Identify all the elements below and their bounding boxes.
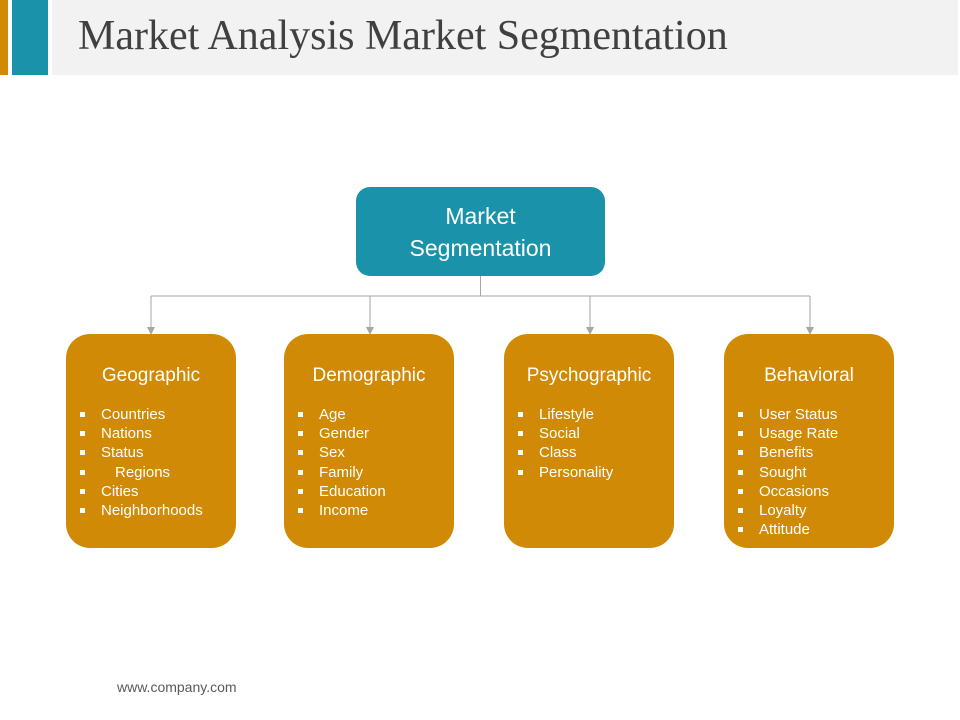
- list-item: Family: [298, 463, 386, 482]
- footer-url: www.company.com: [117, 679, 237, 695]
- square-bullet-icon: [80, 469, 85, 475]
- list-item: Status: [80, 443, 203, 462]
- list-item: Class: [518, 443, 613, 462]
- square-bullet-icon: [298, 431, 303, 437]
- square-bullet-icon: [518, 450, 523, 456]
- list-item: Benefits: [738, 443, 838, 462]
- square-bullet-icon: [738, 431, 743, 437]
- list-item: Countries: [80, 405, 203, 424]
- square-bullet-icon: [298, 508, 303, 514]
- list-item: Occasions: [738, 482, 838, 501]
- accent-bar-orange: [0, 0, 8, 75]
- square-bullet-icon: [80, 450, 85, 456]
- square-bullet-icon: [518, 431, 523, 437]
- segment-title: Behavioral: [764, 365, 854, 386]
- list-item: Regions: [80, 463, 203, 482]
- list-item: Personality: [518, 463, 613, 482]
- list-item: Nations: [80, 424, 203, 443]
- square-bullet-icon: [518, 469, 523, 475]
- square-bullet-icon: [80, 412, 85, 417]
- square-bullet-icon: [518, 412, 523, 417]
- square-bullet-icon: [738, 469, 743, 475]
- square-bullet-icon: [738, 488, 743, 494]
- segment-box-demographic: Demographic Age Gender Sex Family Educat…: [284, 334, 454, 548]
- list-item: Gender: [298, 424, 386, 443]
- list-item: Age: [298, 405, 386, 424]
- square-bullet-icon: [738, 450, 743, 456]
- square-bullet-icon: [738, 527, 743, 533]
- list-item: Lifestyle: [518, 405, 613, 424]
- segment-box-geographic: Geographic Countries Nations Status Regi…: [66, 334, 236, 548]
- list-item: Income: [298, 501, 386, 520]
- segment-list: Age Gender Sex Family Education Income: [298, 405, 386, 520]
- list-item: Loyalty: [738, 501, 838, 520]
- accent-bar-teal: [12, 0, 48, 75]
- segment-title: Geographic: [101, 365, 201, 386]
- square-bullet-icon: [80, 488, 85, 494]
- square-bullet-icon: [298, 488, 303, 494]
- segment-title: Demographic: [312, 365, 426, 386]
- square-bullet-icon: [298, 469, 303, 475]
- list-item: User Status: [738, 405, 838, 424]
- square-bullet-icon: [80, 431, 85, 437]
- list-item: Education: [298, 482, 386, 501]
- title-bar: Market Analysis Market Segmentation: [52, 0, 958, 75]
- list-item: Cities: [80, 482, 203, 501]
- square-bullet-icon: [80, 508, 85, 514]
- square-bullet-icon: [738, 508, 743, 514]
- list-item: Social: [518, 424, 613, 443]
- segment-title: Psychographic: [526, 365, 652, 386]
- list-item: Usage Rate: [738, 424, 838, 443]
- list-item: Sex: [298, 443, 386, 462]
- root-node-label: Market Segmentation: [409, 202, 552, 261]
- list-item: Attitude: [738, 520, 838, 539]
- square-bullet-icon: [738, 412, 743, 417]
- segment-list: Countries Nations Status Regions Cities …: [80, 405, 203, 520]
- segment-box-psychographic: Psychographic Lifestyle Social Class Per…: [504, 334, 674, 548]
- segment-list: User Status Usage Rate Benefits Sought O…: [738, 405, 838, 539]
- segment-box-behavioral: Behavioral User Status Usage Rate Benefi…: [724, 334, 894, 548]
- slide-title: Market Analysis Market Segmentation: [78, 13, 728, 59]
- square-bullet-icon: [298, 450, 303, 456]
- list-item: Neighborhoods: [80, 501, 203, 520]
- square-bullet-icon: [298, 412, 303, 417]
- list-item: Sought: [738, 463, 838, 482]
- segment-list: Lifestyle Social Class Personality: [518, 405, 613, 482]
- root-node-market-segmentation: Market Segmentation: [356, 187, 605, 276]
